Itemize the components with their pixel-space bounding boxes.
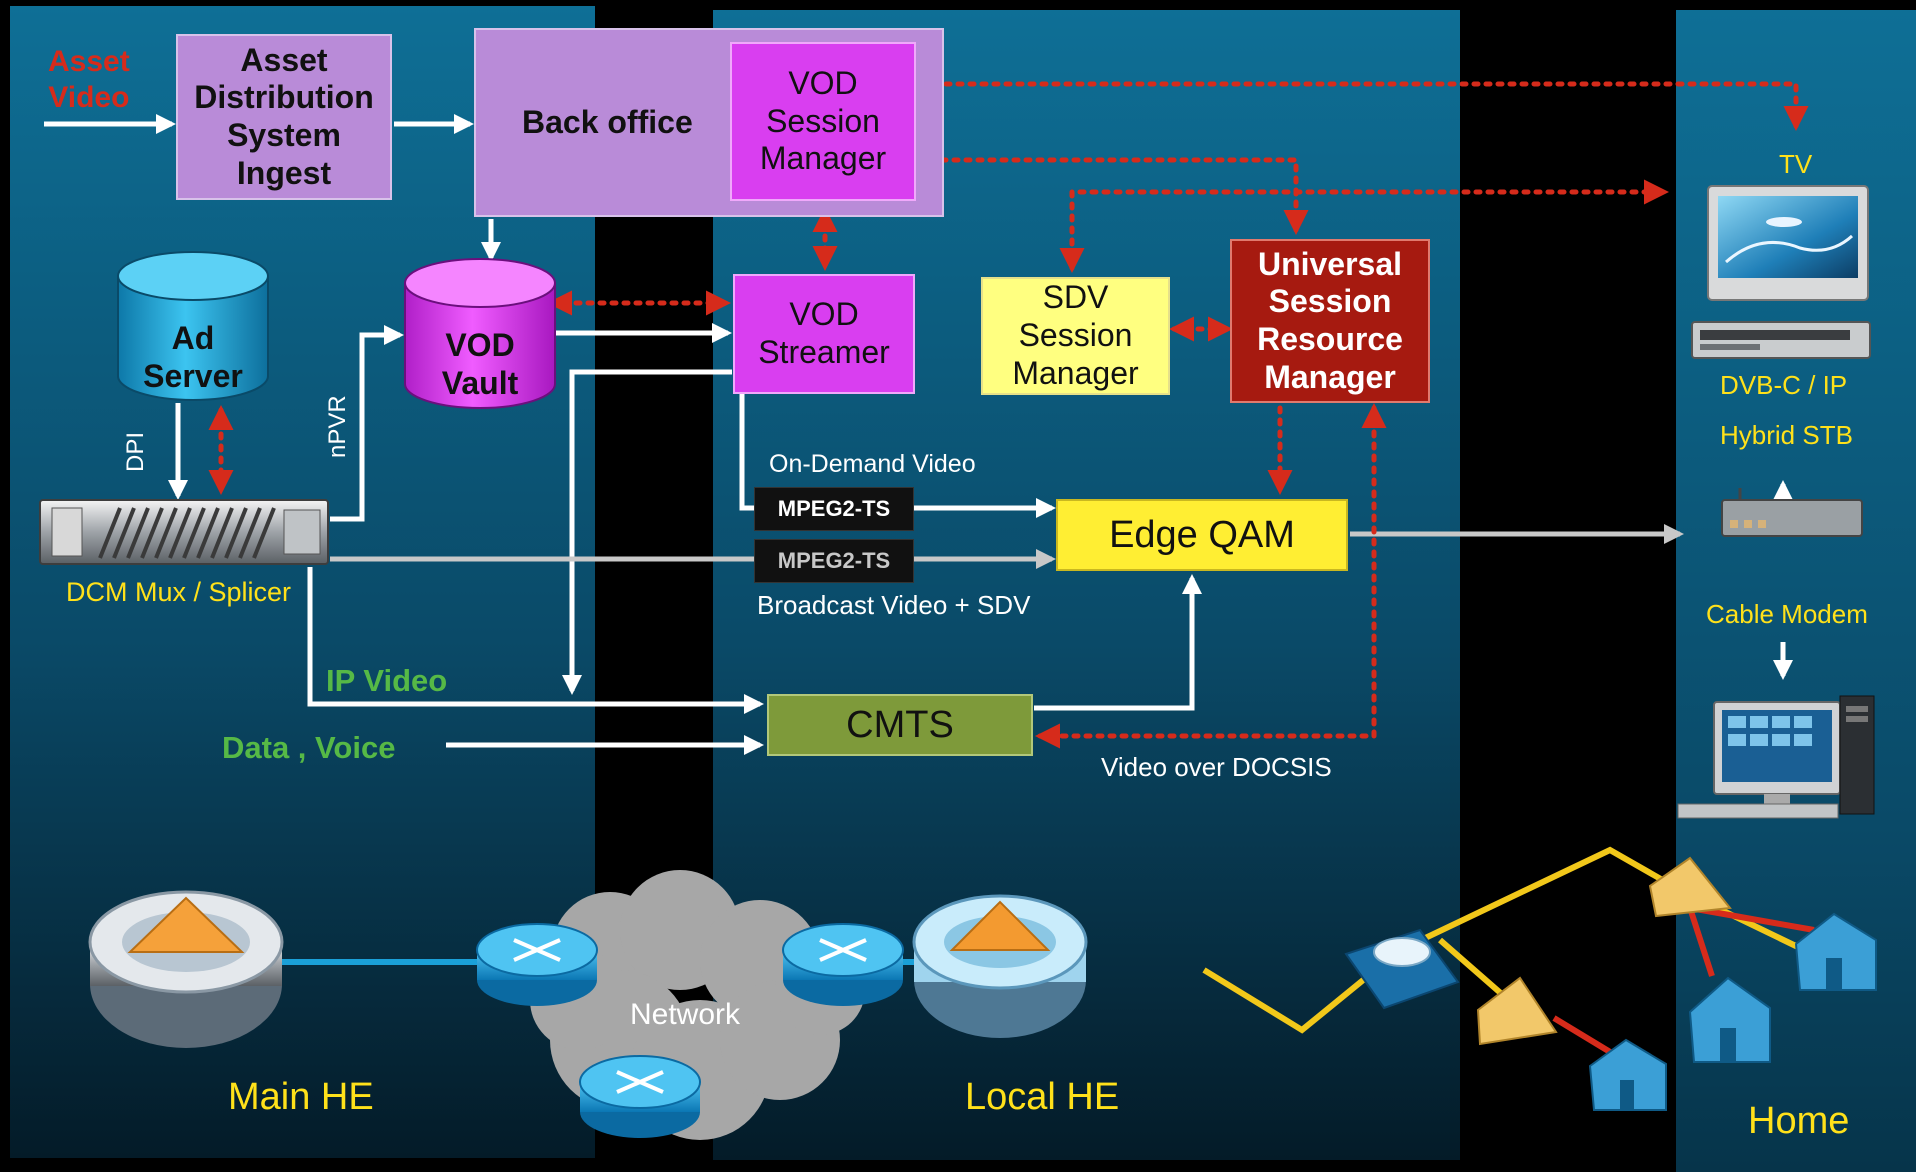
router-icon (579, 1055, 701, 1138)
vodsm-to-tv-arrow (917, 71, 1809, 131)
ad-server-icon (117, 251, 269, 401)
edge-qam-box[interactable]: Edge QAM (1056, 499, 1348, 571)
on-demand-video-label: On-Demand Video (769, 450, 976, 478)
tv-icon (1707, 185, 1869, 301)
usrm-cmts-docsis-arrow (1035, 403, 1387, 749)
desktop-computer-icon (1677, 695, 1875, 819)
tap-icon (1648, 856, 1732, 918)
tap-icon (1344, 928, 1460, 1010)
ip-video-arrow (307, 567, 764, 714)
cable-modem-label: Cable Modem (1706, 599, 1868, 629)
tap-icon (1476, 976, 1558, 1046)
stb-hybrid-label: Hybrid STB (1720, 420, 1853, 450)
broadcast-video-sdv-label: Broadcast Video + SDV (757, 590, 1031, 620)
npvr-label: nPVR (324, 395, 351, 458)
sdv-session-manager-box[interactable]: SDV Session Manager (981, 277, 1170, 395)
home-label: Home (1748, 1100, 1850, 1142)
house-icon (1588, 1038, 1667, 1111)
vod-vault-icon (404, 258, 556, 409)
vod-streamer-box[interactable]: VOD Streamer (733, 274, 915, 394)
dpi-label: DPI (122, 431, 149, 472)
asset-distribution-ingest-box[interactable]: Asset Distribution System Ingest (176, 34, 392, 200)
tv-label: TV (1779, 149, 1813, 179)
drop-cable (1689, 905, 1815, 933)
streamer-to-cmts-arrow (562, 369, 732, 695)
cable-modem-icon (1721, 488, 1863, 537)
asset-video-label: Asset Video (48, 45, 130, 114)
universal-session-resource-manager-box[interactable]: Universal Session Resource Manager (1230, 239, 1430, 403)
cmts-box[interactable]: CMTS (767, 694, 1033, 756)
dcm-to-vault-npvr-arrow (330, 325, 404, 522)
dcm-mux-splicer-label: DCM Mux / Splicer (66, 577, 292, 607)
router-icon (476, 923, 598, 1006)
network-label: Network (630, 998, 741, 1031)
house-icon (1794, 912, 1877, 991)
mpeg2-ts-broadcast-tag: MPEG2-TS (754, 539, 914, 583)
streamer-to-qam-arrow (739, 394, 1056, 518)
mpeg2-ts-on-demand-tag: MPEG2-TS (754, 487, 914, 531)
vod-session-manager-box[interactable]: VOD Session Manager (730, 42, 916, 201)
sdv-to-tv-arrow (1059, 179, 1669, 273)
headend-icon (88, 890, 284, 1048)
back-office-label: Back office (522, 103, 693, 140)
dcm-mux-splicer-icon (39, 499, 329, 565)
router-icon (782, 923, 904, 1006)
local-he-label: Local HE (965, 1076, 1120, 1118)
drop-cable (1687, 907, 1715, 977)
vod-vault-label: VOD Vault (441, 327, 519, 401)
data-voice-label: Data , Voice (222, 730, 396, 765)
house-icon (1688, 976, 1771, 1063)
ad-server-label: Ad Server (143, 320, 243, 394)
set-top-box-icon (1691, 321, 1871, 359)
headend-icon (912, 894, 1088, 1038)
stb-type-label: DVB-C / IP (1720, 370, 1848, 400)
video-over-docsis-label: Video over DOCSIS (1101, 752, 1332, 782)
ip-video-label: IP Video (326, 663, 448, 698)
main-he-label: Main HE (228, 1076, 374, 1118)
